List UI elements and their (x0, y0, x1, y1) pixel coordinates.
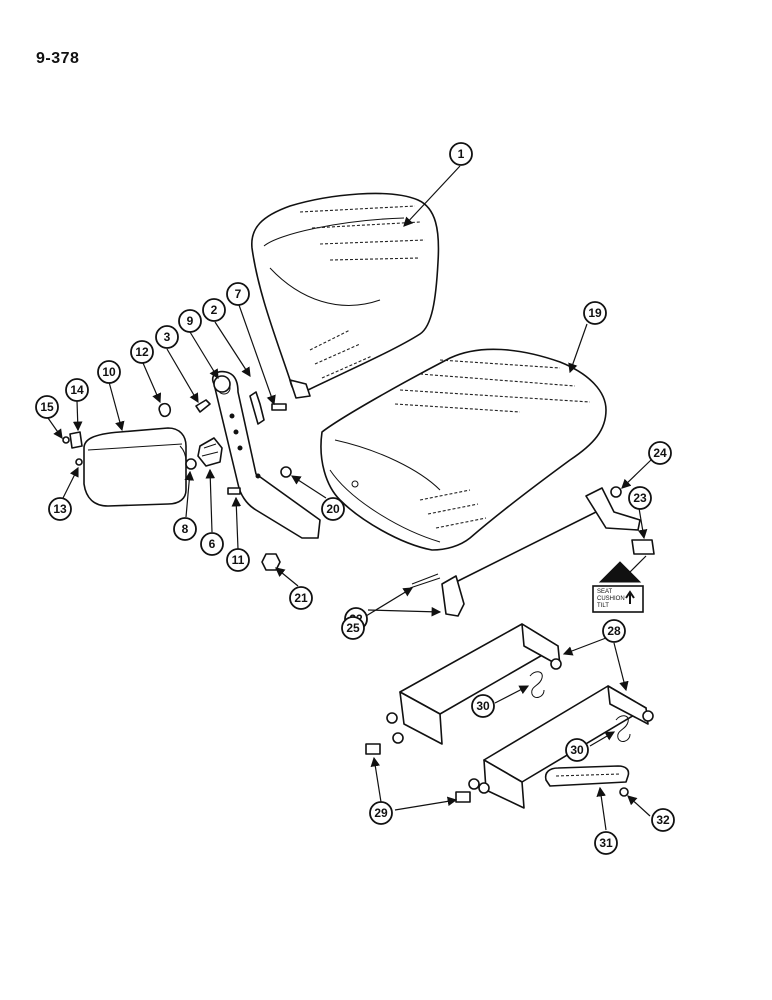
svg-text:10: 10 (102, 365, 116, 379)
svg-text:2: 2 (211, 303, 218, 317)
svg-text:32: 32 (656, 813, 670, 827)
callout-29: 29 (369, 801, 393, 825)
svg-text:9: 9 (187, 314, 194, 328)
tilt-rod (441, 487, 641, 617)
callout-12: 12 (130, 340, 154, 364)
svg-text:6: 6 (209, 537, 216, 551)
callout-8: 8 (173, 517, 197, 541)
decal-line2: CUSHION (597, 596, 625, 602)
svg-text:23: 23 (633, 491, 647, 505)
base-rail-upper (386, 623, 562, 745)
callout-11: 11 (226, 548, 250, 572)
callout-10: 10 (97, 360, 121, 384)
svg-text:14: 14 (70, 383, 84, 397)
callout-15: 15 (35, 395, 59, 419)
svg-text:30: 30 (570, 743, 584, 757)
callout-30-lower: 30 (565, 738, 589, 762)
svg-text:3: 3 (164, 330, 171, 344)
callout-13: 13 (48, 497, 72, 521)
base-rail-lower (468, 685, 654, 809)
svg-text:24: 24 (653, 446, 667, 460)
callouts: 1 2 3 6 7 8 9 10 11 12 13 14 15 19 20 21… (35, 142, 675, 855)
svg-text:7: 7 (235, 287, 242, 301)
callout-14: 14 (65, 378, 89, 402)
svg-text:20: 20 (326, 502, 340, 516)
callout-2: 2 (202, 298, 226, 322)
decal-line3: TILT (597, 603, 609, 609)
seat-back (251, 192, 440, 399)
decal-line1: SEAT (597, 589, 613, 595)
callout-20: 20 (321, 497, 345, 521)
callout-28: 28 (602, 619, 626, 643)
callout-31: 31 (594, 831, 618, 855)
base-hardware (365, 732, 630, 803)
svg-text:12: 12 (135, 345, 149, 359)
svg-text:8: 8 (182, 522, 189, 536)
seat-cushion (320, 348, 607, 551)
svg-text:29: 29 (374, 806, 388, 820)
svg-text:28: 28 (607, 624, 621, 638)
svg-text:21: 21 (294, 591, 308, 605)
callout-6: 6 (200, 532, 224, 556)
callout-21: 21 (289, 586, 313, 610)
svg-text:11: 11 (232, 553, 245, 567)
callout-23: 23 (628, 486, 652, 510)
callout-9: 9 (178, 309, 202, 333)
page-number: 9-378 (36, 50, 80, 67)
armrest-pad (83, 427, 187, 507)
svg-text:25: 25 (346, 621, 360, 635)
leader-lines (47, 165, 652, 831)
callout-24: 24 (648, 441, 672, 465)
callout-30-upper: 30 (471, 694, 495, 718)
svg-text:31: 31 (599, 836, 613, 850)
tension-springs (529, 671, 631, 742)
svg-text:30: 30 (476, 699, 490, 713)
callout-1: 1 (449, 142, 473, 166)
callout-7: 7 (226, 282, 250, 306)
callout-3: 3 (155, 325, 179, 349)
svg-text:15: 15 (40, 400, 54, 414)
svg-text:13: 13 (53, 502, 67, 516)
callout-25: 25 (341, 616, 365, 640)
seat-cushion-tilt-decal: SEAT CUSHION TILT (592, 555, 647, 613)
callout-32: 32 (651, 808, 675, 832)
svg-text:1: 1 (458, 147, 465, 161)
hardware-parts (62, 375, 655, 589)
svg-text:19: 19 (588, 306, 602, 320)
callout-19: 19 (583, 301, 607, 325)
